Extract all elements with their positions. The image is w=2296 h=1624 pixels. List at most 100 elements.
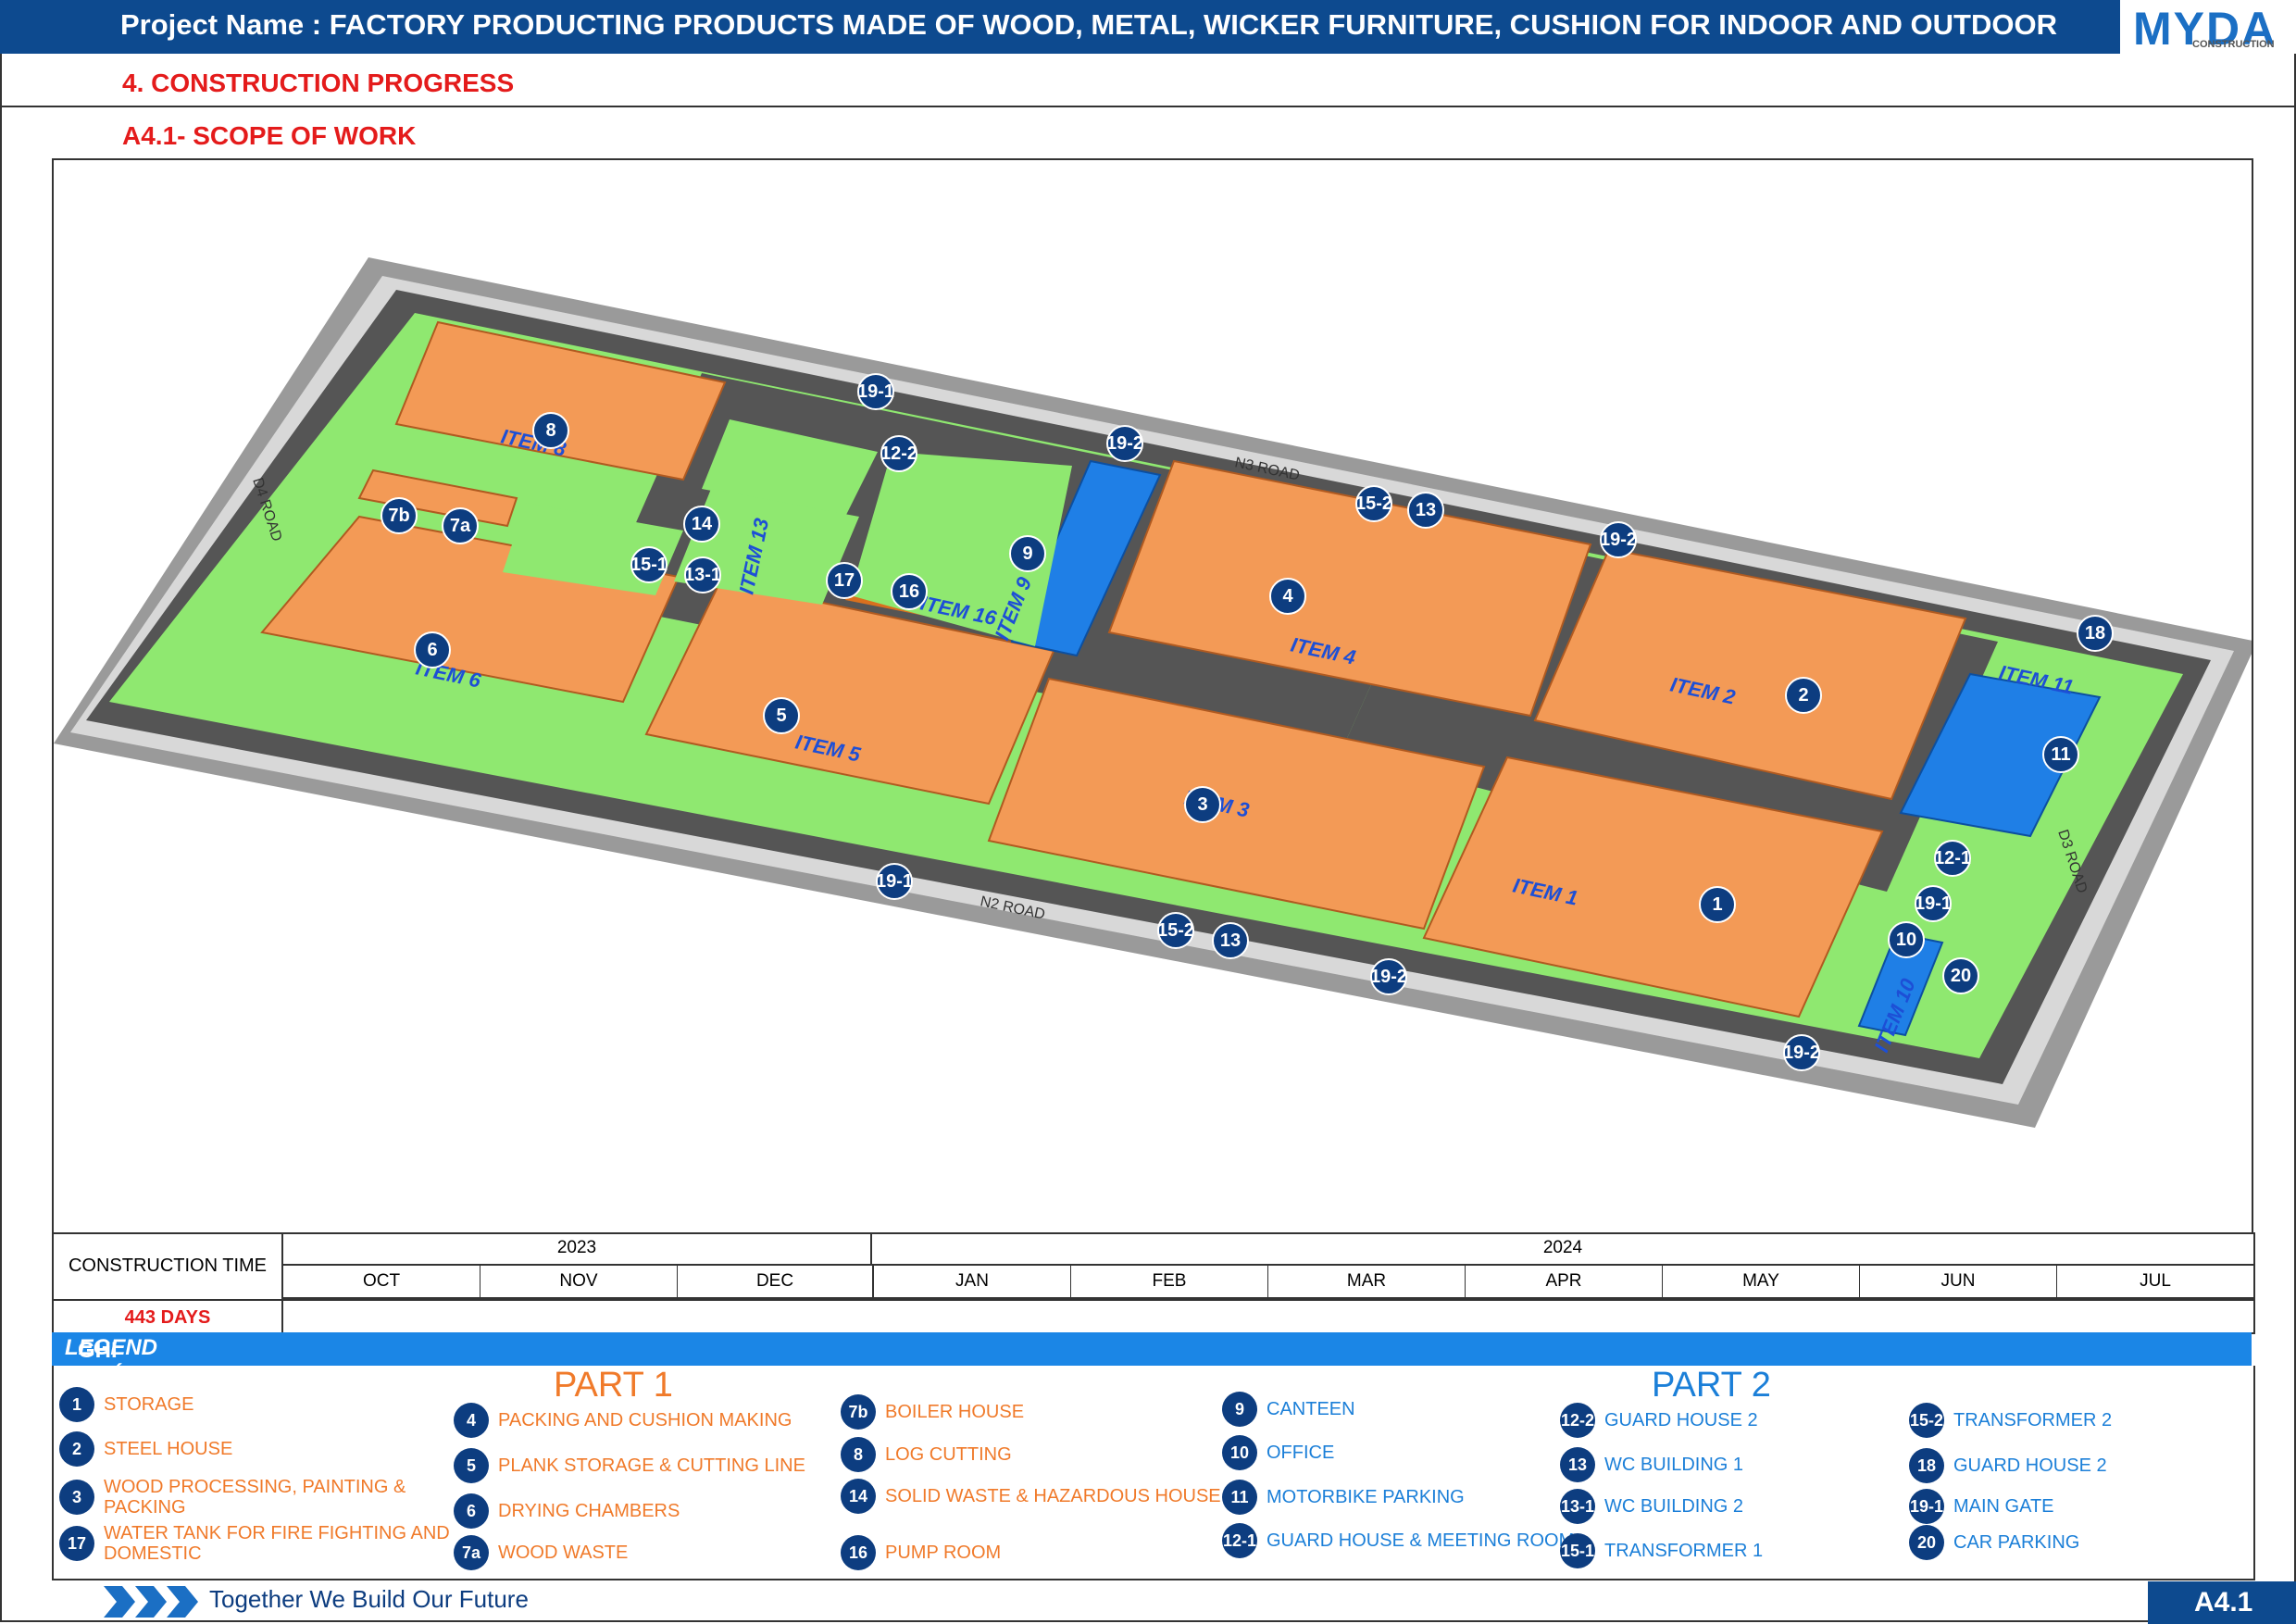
svg-text:19-2: 19-2 [1783, 1043, 1820, 1063]
legend-title-vi: GHI CHÚ / [78, 1338, 139, 1389]
month-jan: JAN [874, 1266, 1071, 1299]
marker-19-2-mid: 19-2 [1600, 521, 1637, 558]
legend-badge: 9 [1222, 1392, 1257, 1427]
company-logo: MYDA CONSTRUCTION [2126, 0, 2296, 55]
svg-text:15-2: 15-2 [1355, 493, 1392, 514]
legend-badge: 11 [1222, 1480, 1257, 1515]
svg-text:19-2: 19-2 [1600, 530, 1637, 550]
subsection-title: A4.1- SCOPE OF WORK [122, 121, 417, 150]
project-title: Project Name : FACTORY PRODUCTING PRODUC… [120, 8, 2057, 41]
month-jul: JUL [2057, 1266, 2253, 1299]
legend-badge: 12-1 [1222, 1523, 1257, 1558]
section-title: 4. CONSTRUCTION PROGRESS [122, 69, 515, 97]
legend-badge: 8 [841, 1437, 876, 1472]
svg-text:10: 10 [1896, 930, 1916, 950]
svg-text:5: 5 [776, 706, 786, 726]
svg-text:4: 4 [1282, 586, 1293, 606]
svg-text:13-1: 13-1 [684, 565, 721, 585]
svg-text:3: 3 [1197, 794, 1207, 815]
svg-text:18: 18 [2085, 623, 2105, 643]
marker-9: 9 [1009, 535, 1046, 572]
legend-badge: 13 [1560, 1447, 1595, 1482]
marker-19-2-bottom: 19-2 [1370, 958, 1407, 995]
marker-17: 17 [826, 562, 863, 599]
month-oct: OCT [283, 1266, 480, 1299]
building-item-2 [1533, 547, 1967, 801]
site-plan: ITEM 8 ITEM 6 ITEM 5 ITEM 13 ITEM 16 ITE… [52, 158, 2253, 1234]
marker-3: 3 [1184, 786, 1221, 823]
marker-15-2-top: 15-2 [1355, 485, 1392, 522]
marker-12-1: 12-1 [1934, 840, 1971, 877]
construction-timeline: CONSTRUCTION TIME 443 DAYS 2023 2024 OCT… [52, 1232, 2255, 1334]
svg-text:20: 20 [1951, 966, 1971, 986]
svg-text:15-2: 15-2 [1157, 920, 1194, 941]
svg-text:11: 11 [2051, 744, 2070, 765]
marker-15-1: 15-1 [630, 546, 668, 583]
legend-badge: 7b [841, 1394, 876, 1430]
legend-badge: 18 [1909, 1448, 1944, 1483]
building-item-8 [394, 320, 727, 481]
month-jun: JUN [1860, 1266, 2057, 1299]
site-plan-drawing: ITEM 8 ITEM 6 ITEM 5 ITEM 13 ITEM 16 ITE… [54, 257, 2252, 1128]
marker-11: 11 [2042, 736, 2079, 773]
green-area [702, 419, 878, 517]
svg-text:19-1: 19-1 [857, 381, 894, 402]
marker-20: 20 [1942, 957, 1979, 994]
marker-12-2: 12-2 [880, 435, 917, 472]
svg-text:6: 6 [427, 640, 437, 660]
building-item-1 [1422, 756, 1884, 1018]
marker-14: 14 [683, 506, 720, 543]
legend-badge: 4 [454, 1403, 489, 1438]
marker-7b: 7b [381, 497, 418, 534]
marker-10: 10 [1888, 921, 1925, 958]
marker-19-2-corner: 19-2 [1783, 1034, 1820, 1071]
legend-badge: 6 [454, 1493, 489, 1529]
month-mar: MAR [1268, 1266, 1466, 1299]
legend-badge: 13-1 [1560, 1489, 1595, 1524]
marker-19-1-bottom: 19-1 [876, 863, 913, 900]
legend-badge: 20 [1909, 1525, 1944, 1560]
marker-15-2-bottom: 15-2 [1157, 912, 1194, 949]
building-item-10 [1857, 931, 1944, 1037]
month-apr: APR [1466, 1266, 1663, 1299]
marker-13-1: 13-1 [684, 556, 721, 593]
svg-text:7a: 7a [450, 516, 471, 536]
marker-13-bottom: 13 [1212, 922, 1249, 959]
month-nov: NOV [480, 1266, 678, 1299]
legend-badge: 19-1 [1909, 1489, 1944, 1524]
marker-19-2-top: 19-2 [1106, 425, 1143, 462]
marker-1: 1 [1699, 886, 1736, 923]
marker-7a: 7a [442, 507, 479, 544]
marker-19-1-top: 19-1 [857, 373, 894, 410]
legend-badge: 14 [841, 1479, 876, 1514]
legend-header: GHI CHÚ / LEGEND [52, 1332, 2252, 1389]
svg-text:12-1: 12-1 [1934, 848, 1971, 868]
legend-title-en: LEGEND [65, 1335, 158, 1360]
svg-text:7b: 7b [388, 506, 409, 526]
year-2024: 2024 [872, 1232, 2253, 1266]
marker-5: 5 [763, 697, 800, 734]
legend-badge: 15-1 [1560, 1533, 1595, 1568]
legend-badge: 5 [454, 1448, 489, 1483]
legend-badge: 17 [59, 1526, 94, 1561]
logo-text: MYDA [2133, 3, 2277, 55]
building-item-7 [357, 468, 518, 528]
